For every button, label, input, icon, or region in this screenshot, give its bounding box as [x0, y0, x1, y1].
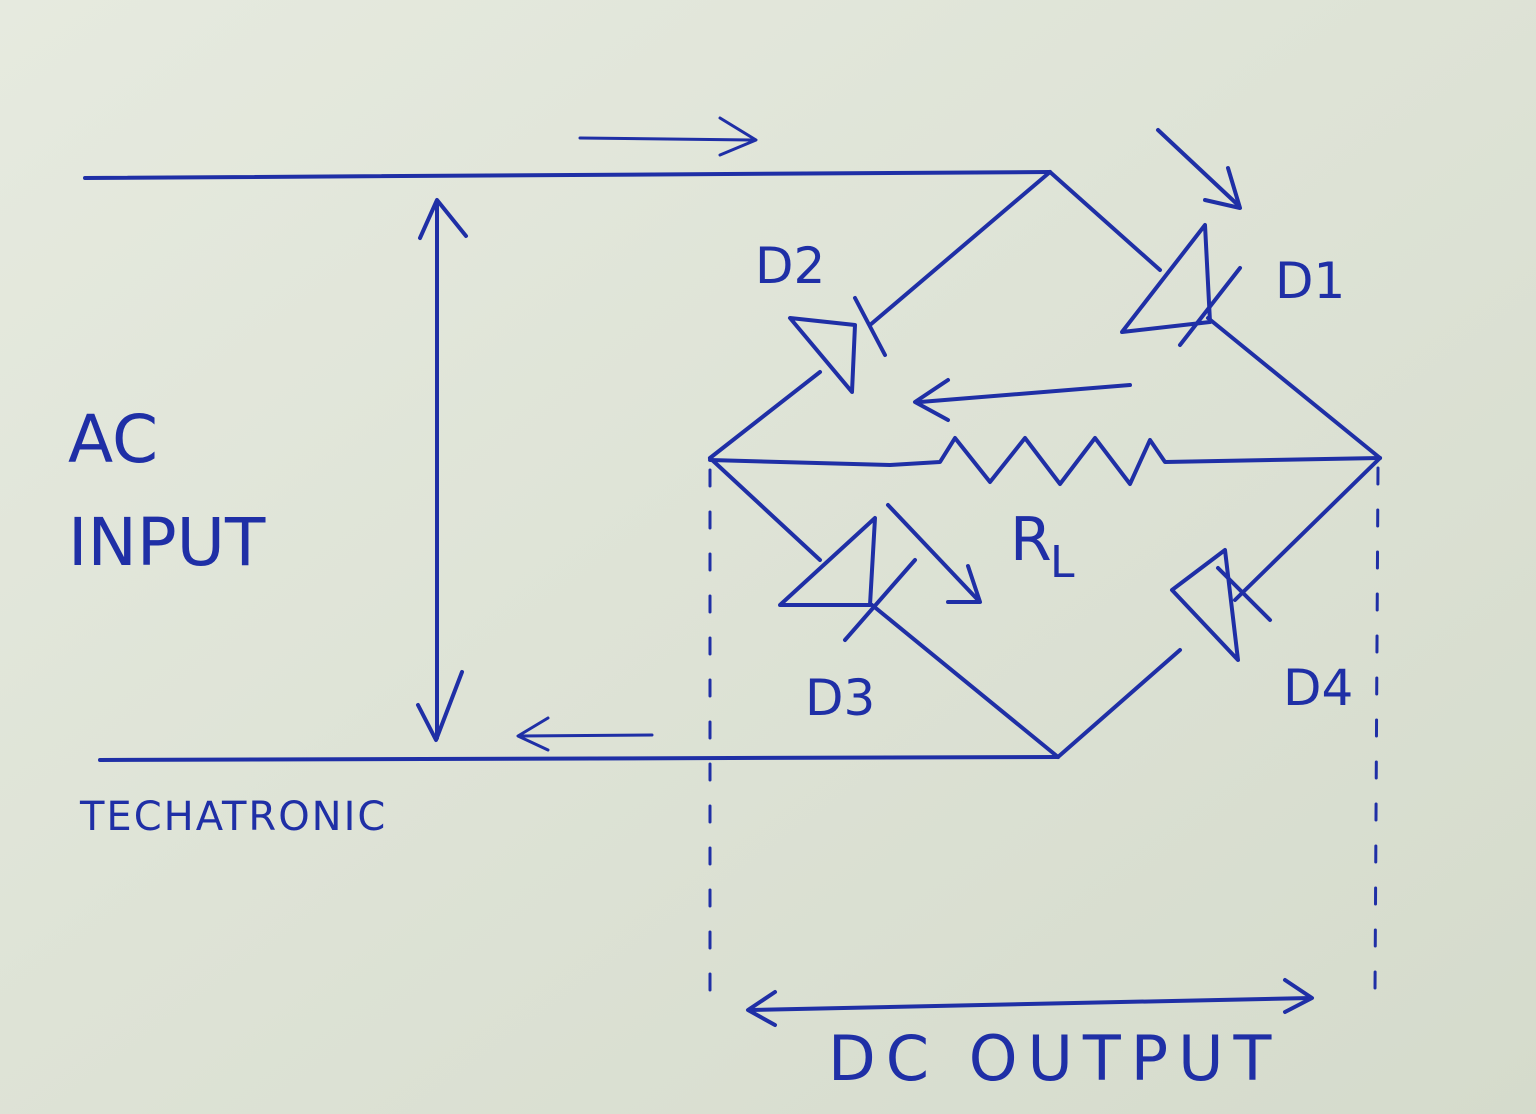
- svg-text:L: L: [1050, 537, 1075, 588]
- diode-d4: [1170, 548, 1272, 662]
- d3-current-arrow: [886, 503, 982, 604]
- top-input-wire: [83, 170, 1052, 180]
- bottom-input-wire: [98, 755, 1060, 762]
- dc-output-label: DC OUTPUT: [828, 1022, 1281, 1095]
- svg-text:R: R: [1010, 505, 1052, 575]
- diode-d2: [788, 296, 887, 394]
- d3-label: D3: [805, 669, 875, 727]
- diode-d1: [1120, 223, 1242, 347]
- dc-output-right-lead: [1373, 466, 1380, 994]
- d2-label: D2: [755, 237, 825, 295]
- load-current-arrow: [913, 378, 1132, 422]
- ac-input-double-arrow: [416, 198, 468, 742]
- dc-output-double-arrow: [746, 978, 1314, 1027]
- bridge-diamond: [708, 170, 1382, 759]
- d4-label: D4: [1283, 659, 1353, 717]
- diode-d3: [778, 516, 917, 642]
- input-label: INPUT: [68, 504, 266, 581]
- d1-label: D1: [1275, 252, 1345, 310]
- signature-label: TECHATRONIC: [79, 794, 387, 840]
- load-resistor: [708, 436, 1382, 486]
- bottom-current-arrow: [516, 716, 654, 752]
- rl-label: R L: [1010, 505, 1075, 588]
- top-current-arrow: [578, 116, 758, 157]
- ac-label: AC: [68, 401, 158, 478]
- d1-current-arrow: [1156, 128, 1242, 210]
